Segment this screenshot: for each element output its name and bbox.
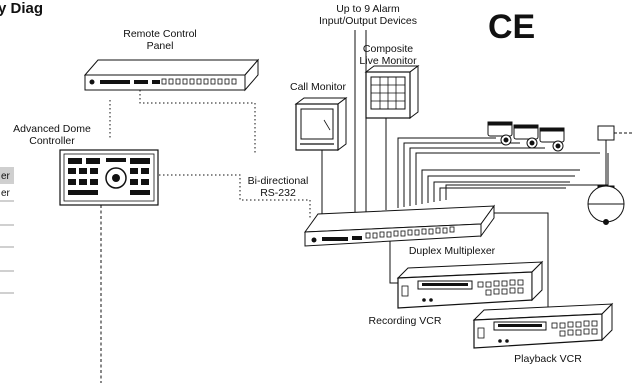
composite-monitor-label-line2: Live Monitor [359,55,417,67]
duplex-multiplexer [303,204,496,247]
diagram-title: y Diag [0,0,43,17]
recording-vcr [396,260,544,309]
camera-group [487,121,565,152]
call-monitor [294,97,348,151]
recording-vcr-label: Recording VCR [369,315,442,327]
remote-control-panel [83,58,260,92]
composite-live-monitor [364,65,420,119]
alarm-label-line1: Up to 9 Alarm [336,3,400,15]
bidirectional-label-line1: Bi-directional [248,175,309,187]
side-tabs: er er [0,167,14,294]
remote-panel-label-line2: Panel [147,40,174,52]
playback-vcr-label: Playback VCR [514,353,582,365]
alarm-label-line2: Input/Output Devices [319,15,417,27]
duplex-multiplexer-label: Duplex Multiplexer [409,245,496,257]
playback-vcr [472,302,614,349]
camera-icon [539,127,565,152]
side-tab-highlight [0,167,14,182]
camera-icon [513,124,539,149]
composite-monitor-label-line1: Composite [363,43,413,55]
dome-controller-label-line1: Advanced Dome [13,123,91,135]
side-tab-label-1: er [1,171,11,182]
bidirectional-label-line2: RS-232 [260,187,296,199]
dome-camera-icon [587,125,632,225]
ce-mark: CE [488,8,535,46]
dome-controller-label-line2: Controller [29,135,75,147]
call-monitor-label: Call Monitor [290,81,347,93]
connection-lines [100,30,609,383]
side-tab-label-2: er [1,188,11,199]
remote-panel-label-line1: Remote Control [123,28,197,40]
camera-icon [487,121,513,146]
advanced-dome-controller [59,149,159,206]
